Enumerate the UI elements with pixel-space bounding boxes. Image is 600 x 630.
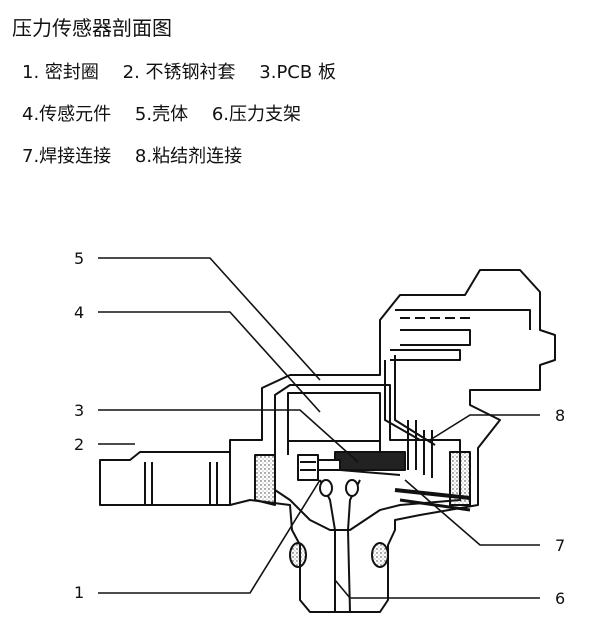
callout-5: 5 [74, 249, 84, 268]
right-seal [449, 451, 471, 506]
callout-8: 8 [555, 406, 565, 425]
legend-item-6: 6.压力支架 [211, 104, 302, 125]
legend-item-1: 1. 密封圈 [22, 62, 99, 83]
inner-cavity [274, 384, 461, 531]
legend-item-7: 7.焊接连接 [22, 146, 112, 167]
o-ring-right [371, 542, 389, 568]
callout-2: 2 [74, 435, 84, 454]
sensing-element [287, 392, 381, 442]
legend-item-4: 4.传感元件 [22, 104, 112, 125]
legend-item-2: 2. 不锈钢衬套 [122, 62, 236, 83]
callout-6: 6 [555, 589, 565, 608]
legend-row-3: 7.焊接连接 8.粘结剂连接 [22, 142, 260, 168]
left-seal [254, 454, 276, 506]
legend-row-1: 1. 密封圈 2. 不锈钢衬套 3.PCB 板 [22, 58, 354, 84]
leader-lines [98, 257, 540, 599]
o-ring-left [289, 542, 307, 568]
callout-3: 3 [74, 401, 84, 420]
callout-4: 4 [74, 303, 84, 322]
legend-item-3: 3.PCB 板 [259, 62, 336, 83]
legend-item-8: 8.粘结剂连接 [134, 146, 243, 167]
callout-1: 1 [74, 583, 84, 602]
legend-row-2: 4.传感元件 5.壳体 6.压力支架 [22, 100, 319, 126]
pcb-board [334, 451, 406, 471]
stainless-bushing [99, 451, 231, 506]
callout-7: 7 [555, 536, 565, 555]
legend-item-5: 5.壳体 [134, 104, 189, 125]
page-title: 压力传感器剖面图 [12, 16, 172, 40]
